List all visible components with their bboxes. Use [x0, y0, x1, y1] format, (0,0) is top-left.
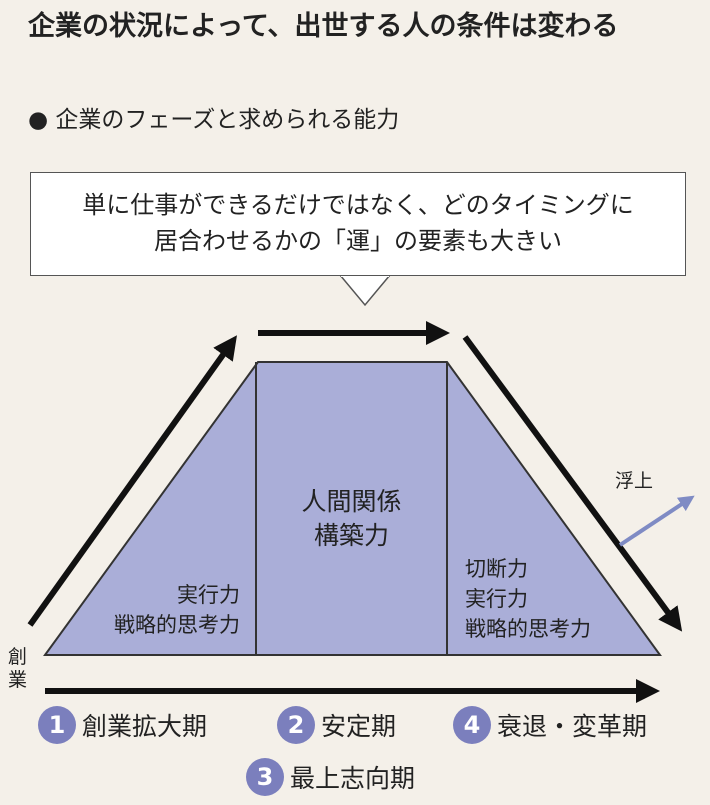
subtitle: ● 企業のフェーズと求められる能力: [28, 107, 400, 133]
ability: 構築力: [313, 521, 389, 550]
float-arrow: [618, 495, 695, 547]
ability: 実行力: [177, 583, 240, 607]
phase-label: 創業拡大期: [82, 712, 208, 741]
ability: 切断力: [465, 557, 528, 581]
page-title: 企業の状況によって、出世する人の条件は変わる: [28, 11, 619, 42]
ability: 人間関係: [301, 487, 402, 516]
right-abilities: 切断力 実行力 戦略的思考力: [465, 554, 591, 644]
float-label: 浮上: [615, 470, 654, 492]
decline-arrow: [462, 335, 683, 632]
left-abilities: 実行力 戦略的思考力: [80, 580, 240, 640]
callout-box: 単に仕事ができるだけではなく、どのタイミングに 居合わせるかの「運」の要素も大き…: [30, 172, 686, 276]
callout-line: 居合わせるかの「運」の要素も大きい: [154, 227, 562, 255]
callout-pointer: [338, 274, 392, 307]
phase-number: 4: [453, 706, 491, 744]
phase-number: 3: [246, 758, 284, 796]
ability: 戦略的思考力: [114, 613, 240, 637]
phase-label: 衰退・変革期: [497, 712, 648, 741]
start-label: 創業: [8, 646, 28, 691]
callout-line: 単に仕事ができるだけではなく、どのタイミングに: [82, 191, 634, 219]
ability: 戦略的思考力: [465, 617, 591, 641]
phase-label: 安定期: [321, 712, 397, 741]
phase-number: 2: [277, 706, 315, 744]
phase-label: 最上志向期: [290, 764, 416, 793]
growth-arrow: [27, 335, 237, 627]
phase-number: 1: [38, 706, 76, 744]
ability: 実行力: [465, 587, 528, 611]
center-abilities: 人間関係 構築力: [256, 485, 447, 553]
